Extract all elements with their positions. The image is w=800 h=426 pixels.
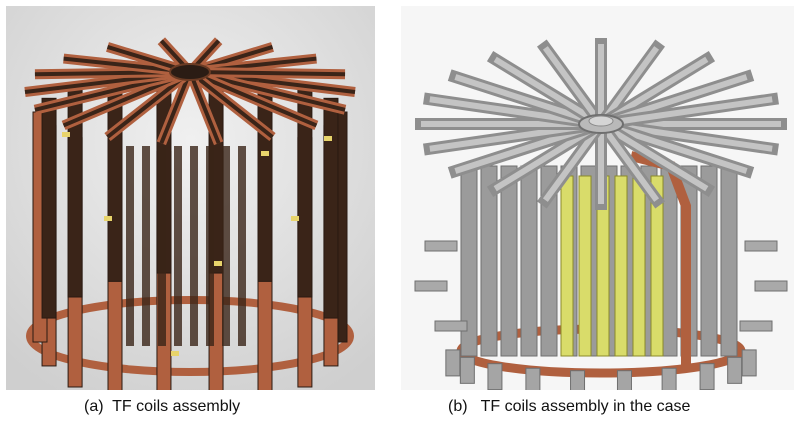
side-fin bbox=[434, 320, 468, 332]
top-fin-face bbox=[599, 121, 709, 192]
bottom-fin bbox=[661, 367, 677, 390]
caption-b: (b) TF coils assembly in the case bbox=[448, 398, 691, 415]
coil-leg bbox=[41, 97, 57, 319]
bottom-fin bbox=[459, 356, 475, 384]
inner-coil bbox=[126, 146, 134, 346]
case-wall bbox=[520, 165, 538, 357]
yellow-coil bbox=[650, 175, 664, 357]
yellow-coil bbox=[578, 175, 592, 357]
joint-highlight bbox=[324, 136, 332, 141]
bottom-fin bbox=[616, 370, 632, 390]
coil-spoke-shadow bbox=[188, 70, 274, 139]
bottom-fin bbox=[487, 363, 503, 390]
bottom-fin bbox=[699, 363, 715, 390]
caption-a: (a) TF coils assembly bbox=[84, 398, 241, 415]
side-fin bbox=[744, 240, 778, 252]
top-fin-face bbox=[542, 46, 604, 126]
bottom-fin bbox=[570, 370, 586, 390]
bottom-fin bbox=[445, 349, 461, 377]
coil-spoke-shadow bbox=[188, 71, 221, 144]
inner-coil bbox=[158, 146, 166, 346]
joint-highlight bbox=[261, 151, 269, 156]
inner-coil bbox=[206, 146, 214, 346]
joint-highlight bbox=[214, 261, 222, 266]
tf-coils-in-case-image bbox=[401, 6, 794, 390]
central-hub bbox=[169, 63, 211, 81]
top-fin-face bbox=[600, 96, 773, 127]
top-fin-face bbox=[598, 122, 660, 202]
inner-coil bbox=[222, 146, 230, 346]
coil-leg bbox=[323, 97, 339, 319]
inner-coil bbox=[142, 146, 150, 346]
yellow-coil bbox=[632, 175, 646, 357]
coil-spoke-shadow bbox=[189, 70, 346, 77]
joint-highlight bbox=[62, 132, 70, 137]
yellow-coil bbox=[614, 175, 628, 357]
top-fin-face bbox=[493, 56, 603, 127]
joint-highlight bbox=[104, 216, 112, 221]
hub-top bbox=[588, 115, 614, 127]
coil-spoke-shadow bbox=[159, 71, 192, 144]
inner-coil bbox=[174, 146, 182, 346]
tf-coils-assembly-image bbox=[6, 6, 375, 390]
inner-coil bbox=[238, 146, 246, 346]
case-wall bbox=[500, 165, 518, 357]
case-wall bbox=[700, 165, 718, 357]
side-fin bbox=[754, 280, 788, 292]
joint-highlight bbox=[171, 351, 179, 356]
tf-coils-render bbox=[6, 6, 375, 390]
side-fin bbox=[424, 240, 458, 252]
case-wall bbox=[540, 165, 558, 357]
inner-coil bbox=[190, 146, 198, 346]
coil-spoke-shadow bbox=[189, 70, 318, 128]
bottom-fin bbox=[727, 356, 743, 384]
side-fin bbox=[414, 280, 448, 292]
joint-highlight bbox=[291, 216, 299, 221]
side-fin bbox=[739, 320, 773, 332]
case-wall bbox=[720, 165, 738, 357]
bottom-fin bbox=[525, 367, 541, 390]
bottom-fin bbox=[741, 349, 757, 377]
yellow-coil bbox=[560, 175, 574, 357]
tf-coils-case-render bbox=[401, 6, 794, 390]
